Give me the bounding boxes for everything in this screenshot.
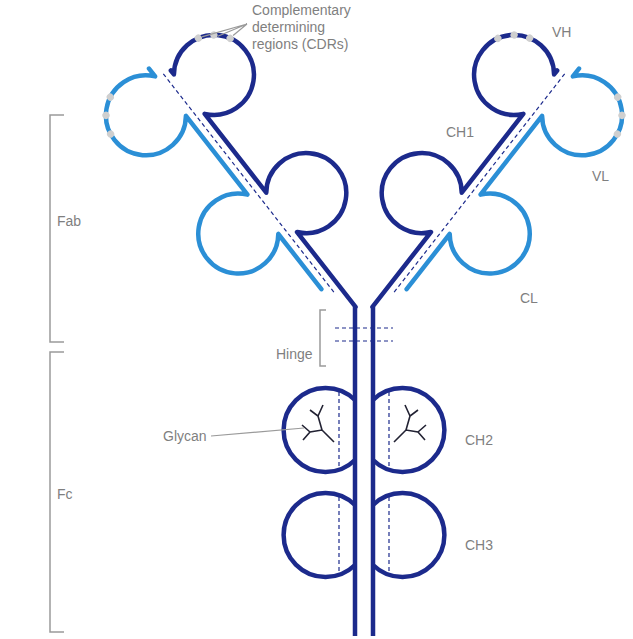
part-label: Complementary determining regions (CDRs) bbox=[252, 2, 364, 53]
part-label: Hinge bbox=[276, 346, 313, 363]
hinge-bracket bbox=[320, 310, 326, 366]
part-label: CH1 bbox=[446, 124, 474, 141]
glycan-leader bbox=[211, 428, 304, 436]
part-label: Fab bbox=[57, 213, 81, 230]
cdr-leader bbox=[202, 24, 247, 37]
part-label: CH3 bbox=[465, 537, 493, 554]
part-label: VH bbox=[552, 24, 571, 41]
part-label: CH2 bbox=[465, 432, 493, 449]
part-label: VL bbox=[592, 168, 609, 185]
part-label: Fc bbox=[57, 486, 73, 503]
part-label: Glycan bbox=[163, 428, 207, 445]
hinge-disulfide bbox=[335, 328, 393, 341]
part-label: CL bbox=[520, 290, 538, 307]
fab-arm bbox=[316, 11, 633, 363]
fab-arm bbox=[87, 11, 411, 363]
fc-half bbox=[373, 307, 444, 636]
